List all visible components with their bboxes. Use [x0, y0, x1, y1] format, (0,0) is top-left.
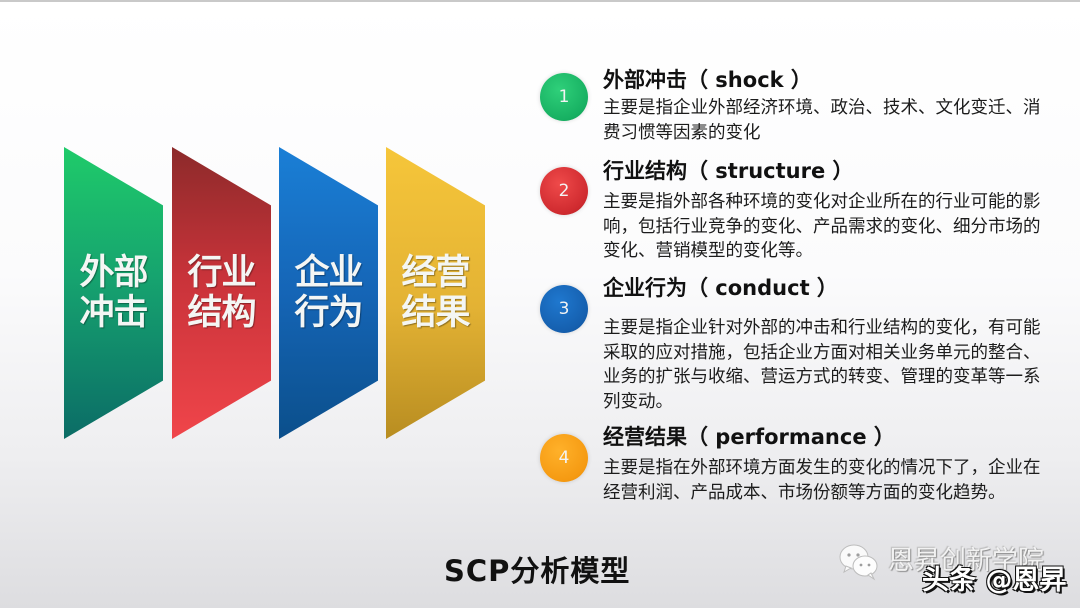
item-description: 主要是指在外部环境方面发生的变化的情况下了，企业在经营利润、产品成本、市场份额等…: [603, 458, 1041, 503]
panel-performance: 经营结果: [386, 147, 485, 439]
item-description: 主要是指企业外部经济环境、政治、技术、文化变迁、消费习惯等因素的变化: [603, 98, 1041, 143]
number-badge: 2: [540, 167, 588, 215]
item-description: 主要是指外部各种环境的变化对企业所在的行业可能的影响，包括行业竞争的变化、产品需…: [603, 192, 1041, 261]
item-description: 主要是指企业针对外部的冲击和行业结构的变化，有可能采取的应对措施，包括企业方面对…: [603, 318, 1041, 412]
item-heading: 企业行为（ conduct ）: [603, 276, 838, 300]
item-heading: 行业结构（ structure ）: [603, 159, 854, 183]
top-border: [0, 0, 1080, 2]
slide-title: SCP分析模型: [444, 554, 631, 588]
wechat-icon: [839, 544, 878, 581]
panel-external-shock: 外部冲击: [64, 147, 163, 439]
panel-label: 行业结构: [187, 252, 256, 333]
panel-label: 企业行为: [294, 252, 363, 333]
panel-label: 外部冲击: [79, 252, 148, 333]
number-badge: 1: [540, 73, 588, 121]
panel-industry-structure: 行业结构: [172, 147, 271, 439]
scp-panels: 外部冲击 行业结构 企业行为 经营结果: [0, 0, 520, 460]
number-badge: 3: [540, 285, 588, 333]
item-heading: 外部冲击（ shock ）: [603, 68, 812, 92]
panel-firm-conduct: 企业行为: [279, 147, 378, 439]
watermark: 恩昇创新学院 头条 @恩昇: [838, 538, 1078, 602]
watermark-handle: 头条 @恩昇: [922, 565, 1067, 596]
item-heading: 经营结果（ performance ）: [603, 425, 895, 449]
watermark-account-name: 恩昇创新学院: [888, 546, 1045, 576]
number-badge: 4: [540, 434, 588, 482]
panel-label: 经营结果: [401, 252, 470, 333]
